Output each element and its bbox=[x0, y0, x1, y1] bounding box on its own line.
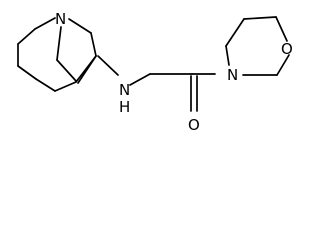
atom-label-oxygen: O bbox=[281, 40, 293, 58]
linker-chain bbox=[97, 55, 216, 86]
bond bbox=[225, 45, 230, 66]
bond bbox=[275, 16, 288, 42]
bond bbox=[54, 81, 77, 92]
bond bbox=[17, 65, 37, 80]
bond bbox=[56, 59, 77, 82]
bond bbox=[129, 73, 151, 86]
bond bbox=[68, 18, 92, 34]
bond bbox=[34, 17, 56, 30]
atom-label-hydrogen: H bbox=[119, 98, 130, 116]
atom-label-nitrogen: N bbox=[55, 10, 66, 28]
bond bbox=[225, 18, 245, 47]
atom-label-nitrogen: N bbox=[119, 81, 130, 99]
bond bbox=[97, 55, 119, 76]
bond bbox=[56, 26, 62, 61]
atom-label-nitrogen: N bbox=[227, 66, 238, 84]
bond bbox=[276, 54, 290, 76]
bond bbox=[75, 55, 97, 83]
bond bbox=[17, 28, 36, 45]
carbonyl-double-bond bbox=[190, 75, 198, 112]
atom-label-oxygen: O bbox=[188, 116, 200, 134]
morpholine-ring bbox=[225, 16, 290, 76]
bond bbox=[90, 32, 97, 57]
chemical-structure-diagram: N N H O N O bbox=[17, 10, 293, 134]
bond bbox=[243, 16, 277, 20]
quinuclidine-ring bbox=[17, 17, 97, 92]
bond bbox=[35, 78, 56, 92]
